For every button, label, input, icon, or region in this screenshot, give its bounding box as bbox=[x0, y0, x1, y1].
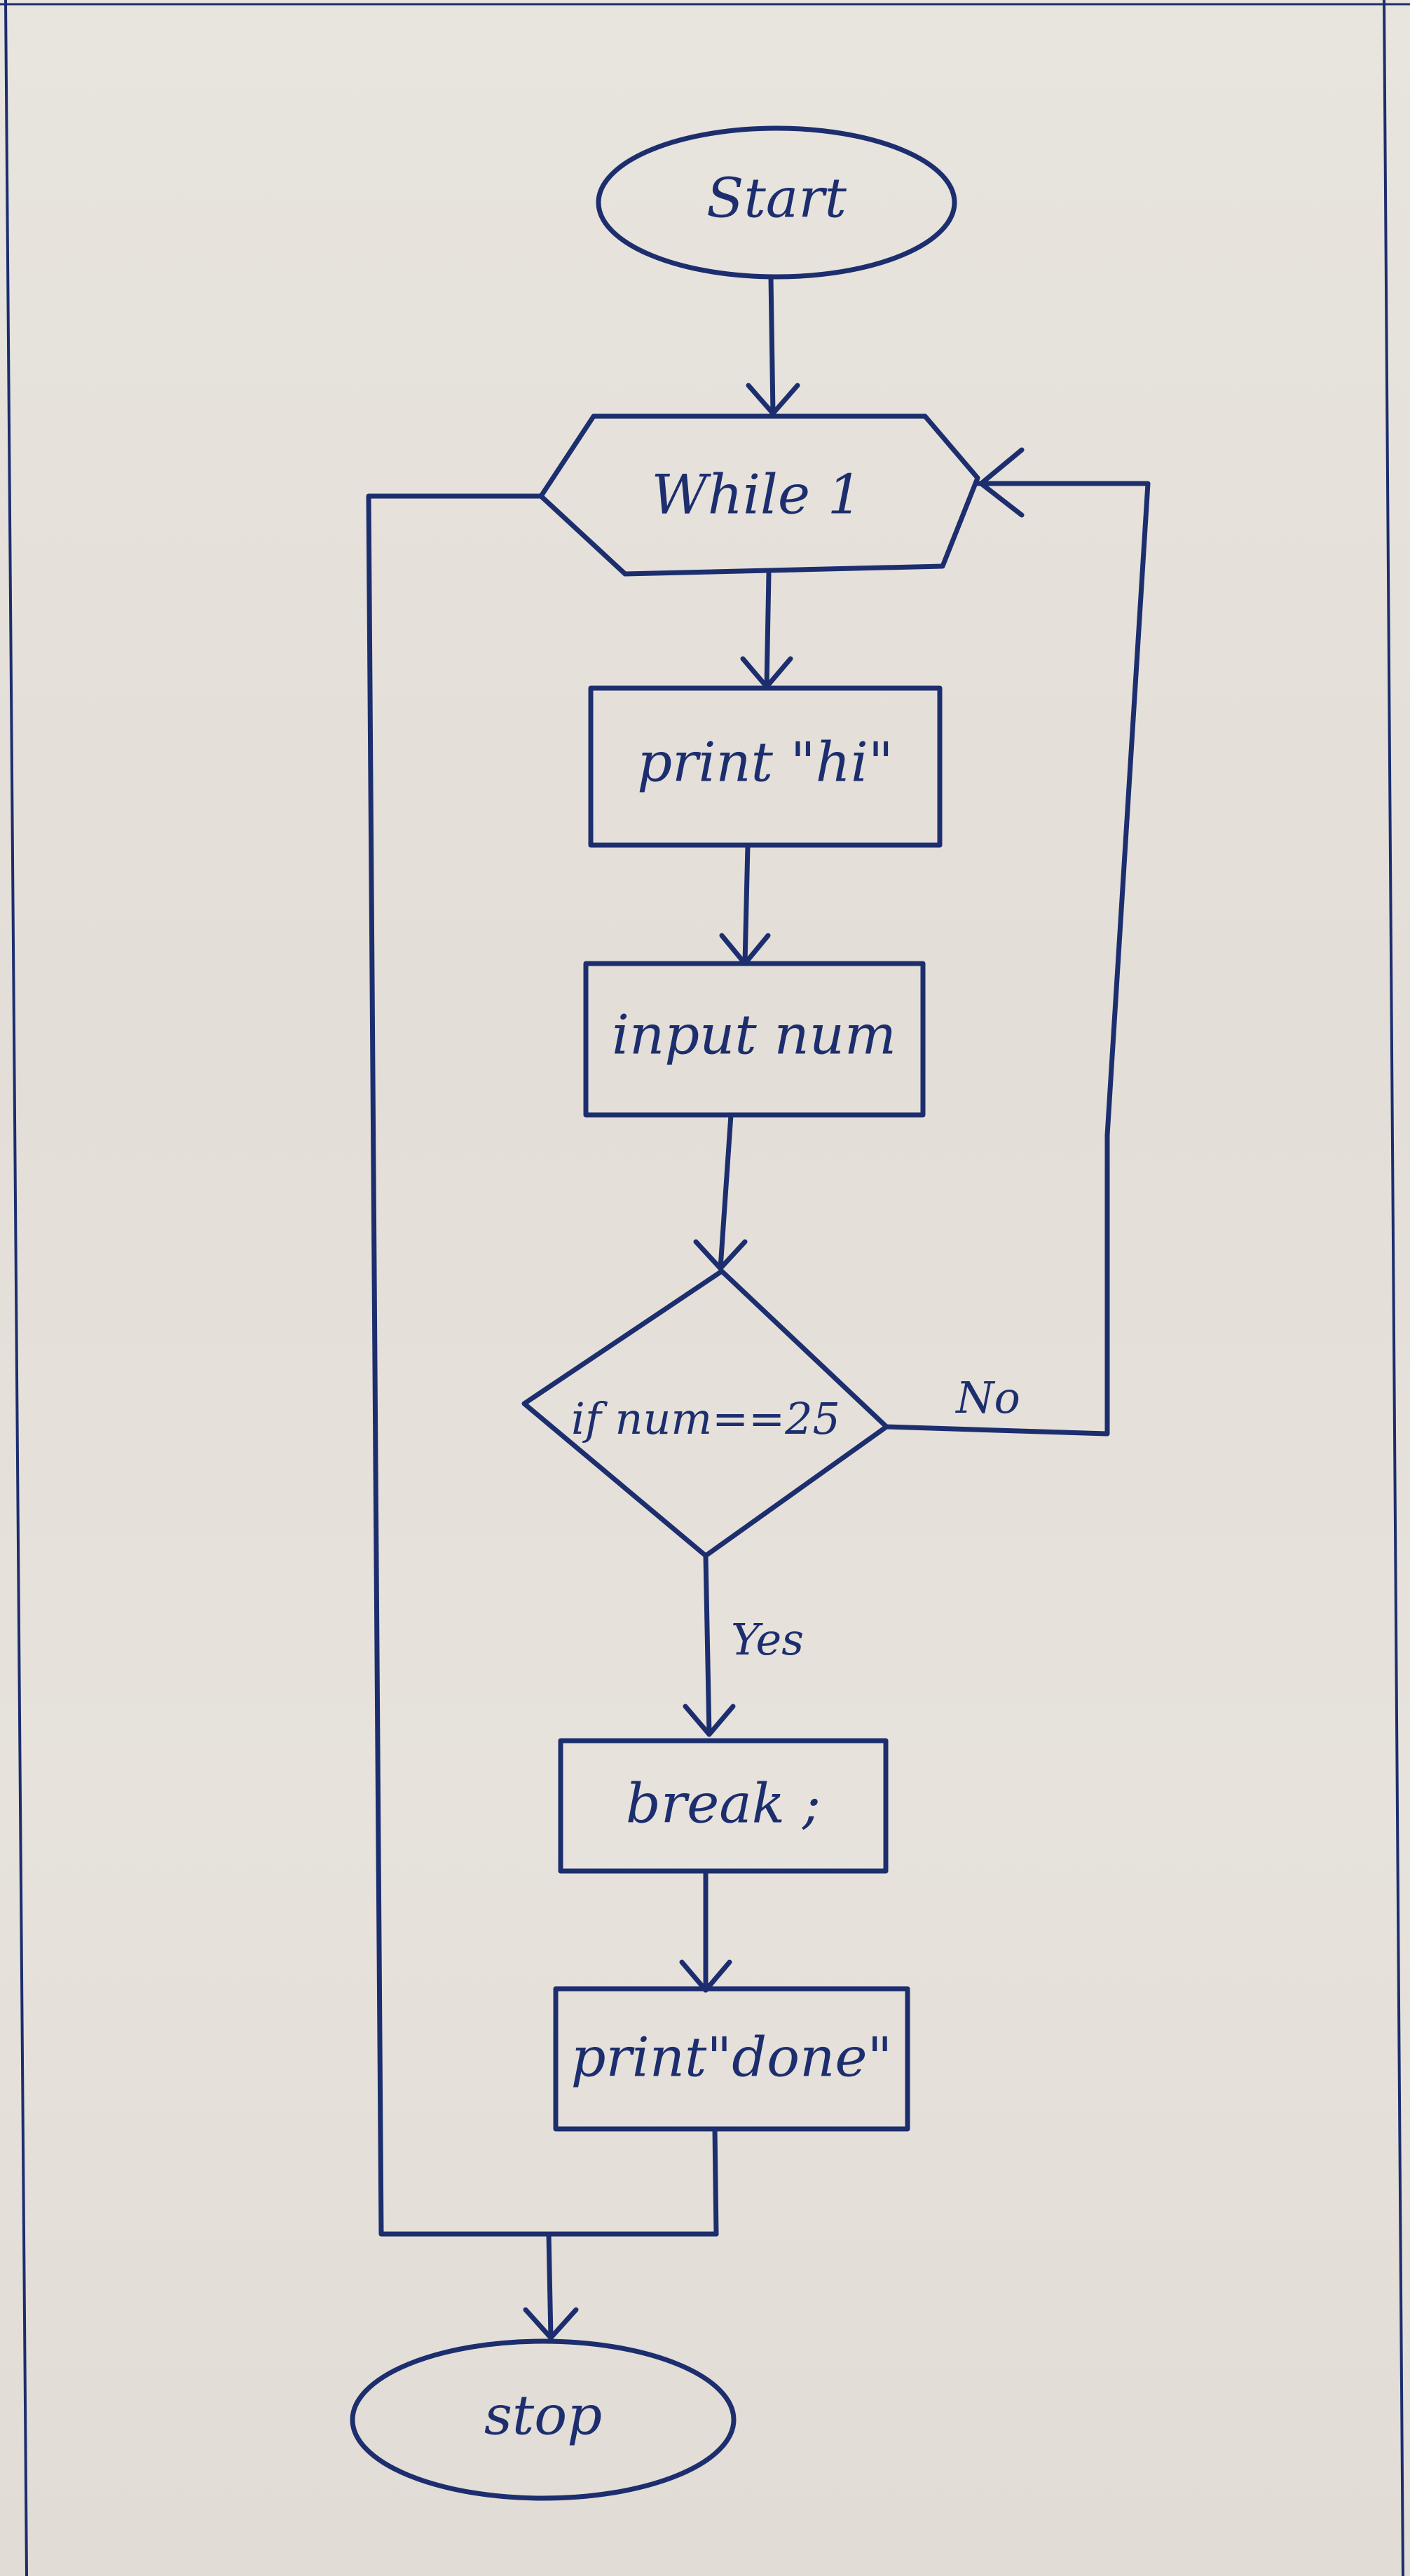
done-to-join-line bbox=[712, 2126, 719, 2237]
decision-label: if num==25 bbox=[571, 1393, 840, 1444]
break-box bbox=[558, 1738, 889, 1874]
arrowhead-loop bbox=[746, 383, 800, 416]
stop-label: stop bbox=[484, 2385, 602, 2448]
break-label: break ; bbox=[626, 1773, 821, 1836]
start-terminal bbox=[596, 125, 957, 280]
arrow-print-to-input bbox=[742, 842, 751, 966]
input-label: input num bbox=[612, 1004, 896, 1067]
arrowhead-decision bbox=[693, 1239, 748, 1271]
yes-label: Yes bbox=[731, 1614, 804, 1665]
arrowhead-no-return bbox=[978, 447, 1025, 518]
loop-label: While 1 bbox=[652, 464, 863, 527]
stop-terminal bbox=[350, 2338, 737, 2501]
no-branch-line bbox=[884, 481, 1151, 1437]
no-label: No bbox=[954, 1372, 1020, 1423]
input-box bbox=[583, 961, 926, 1118]
arrowhead-break bbox=[683, 1704, 736, 1737]
arrow-loop-to-print bbox=[764, 571, 772, 690]
page-border-right bbox=[1383, 0, 1404, 2576]
arrow-input-to-decision bbox=[718, 1112, 734, 1271]
page-border-left bbox=[4, 0, 28, 2576]
start-label: Start bbox=[706, 167, 847, 231]
print-done-label: print"done" bbox=[571, 2027, 893, 2090]
arrow-start-to-loop bbox=[768, 274, 776, 416]
arrowhead-stop bbox=[523, 2307, 579, 2341]
print-done-box bbox=[553, 1986, 910, 2132]
print-hi-label: print "hi" bbox=[637, 732, 893, 795]
arrow-join-to-stop bbox=[546, 2231, 554, 2341]
yes-branch-line bbox=[703, 1553, 712, 1737]
print-hi-box bbox=[588, 685, 943, 848]
